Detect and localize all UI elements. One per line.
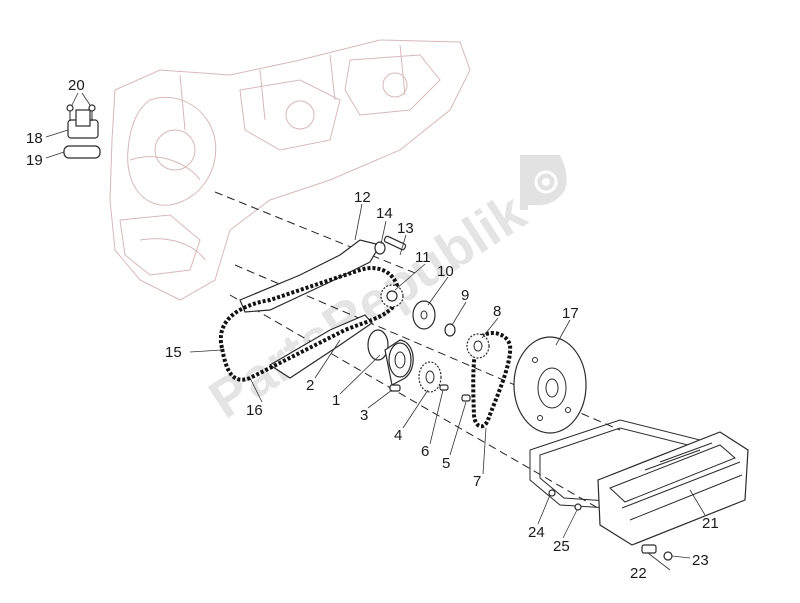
callout-7: 7 — [473, 473, 481, 490]
oil-pump-body — [367, 329, 414, 386]
callout-5: 5 — [442, 455, 450, 472]
callout-19: 19 — [26, 152, 43, 169]
callout-13: 13 — [397, 220, 414, 237]
sprocket-pump — [466, 333, 490, 359]
callout-18: 18 — [26, 130, 43, 147]
chain-guide-upper — [239, 239, 381, 313]
callout-12: 12 — [354, 189, 371, 206]
callout-25: 25 — [553, 538, 570, 555]
callout-1: 1 — [332, 392, 340, 409]
callout-8: 8 — [493, 303, 501, 320]
callout-9: 9 — [461, 287, 469, 304]
pump-chain — [471, 331, 513, 429]
callout-4: 4 — [394, 427, 402, 444]
washer-disc — [412, 300, 436, 330]
sprocket-upper — [380, 284, 404, 308]
callout-labels: 1 2 3 4 5 6 7 8 9 10 11 12 13 14 15 16 1… — [26, 77, 719, 582]
callout-20: 20 — [68, 77, 85, 94]
callout-10: 10 — [437, 263, 454, 280]
pump-cover — [513, 336, 587, 434]
callout-17: 17 — [562, 305, 579, 322]
leader-lines — [45, 92, 706, 571]
callout-23: 23 — [692, 552, 709, 569]
callout-22: 22 — [630, 565, 647, 582]
callout-3: 3 — [360, 407, 368, 424]
drain-plug — [548, 489, 673, 561]
oil-sump — [597, 431, 749, 546]
callout-11: 11 — [415, 249, 431, 266]
callout-2: 2 — [306, 377, 314, 394]
pump-drive-gear — [418, 361, 442, 393]
callout-14: 14 — [376, 205, 393, 222]
engine-ghost-outline — [109, 39, 471, 301]
callout-21: 21 — [702, 515, 719, 532]
tensioner-bracket — [63, 104, 101, 159]
callout-16: 16 — [246, 402, 263, 419]
fasteners — [374, 235, 471, 402]
gear-flag-icon — [520, 155, 567, 210]
callout-24: 24 — [528, 524, 545, 541]
callout-6: 6 — [421, 443, 429, 460]
callout-15: 15 — [165, 344, 182, 361]
o-ring — [444, 323, 456, 337]
